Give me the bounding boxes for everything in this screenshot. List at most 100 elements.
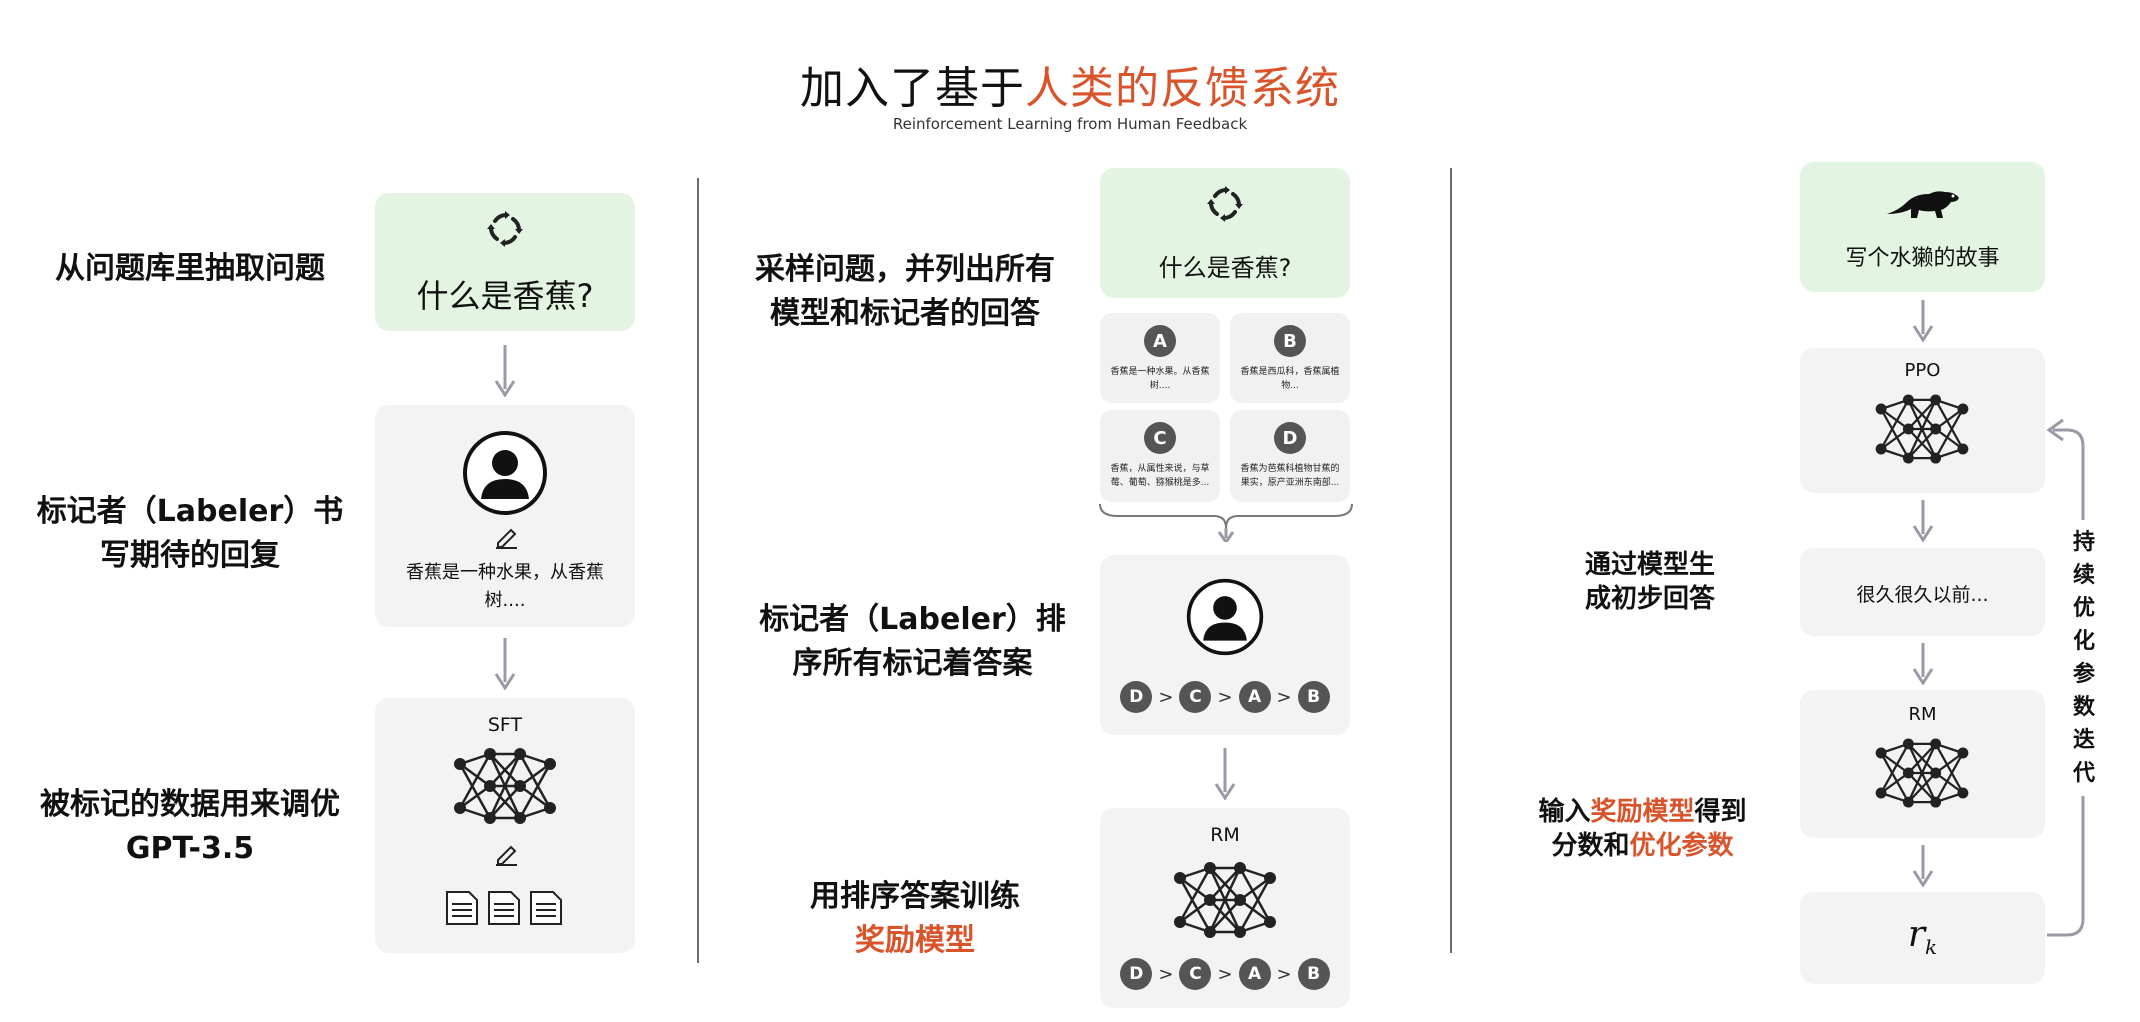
step1-labeler-label: 标记者（Labeler）书 写期待的回复 (20, 490, 360, 578)
step1-answer-line1: 香蕉是一种水果，从香蕉 (406, 562, 604, 583)
rank-badge: B (1297, 958, 1330, 990)
loop-char: 优 (2072, 596, 2095, 621)
rank-separator: > (1217, 963, 1233, 985)
step1-sft-card: SFT (375, 698, 635, 953)
step1-tune-label: 被标记的数据用来调优 GPT-3.5 (10, 783, 370, 871)
step2-labeler-card: D > C > A > B (1100, 555, 1350, 735)
brace-connector (1099, 503, 1353, 542)
rank-separator: > (1276, 686, 1292, 708)
reward-symbol-r: r (1907, 914, 1926, 955)
rank-badge: D (1120, 681, 1153, 713)
refresh-icon (1207, 186, 1243, 222)
column-divider-1 (697, 178, 699, 963)
answer-badge: A (1144, 325, 1176, 357)
step2-sample-label-line2: 模型和标记者的回答 (770, 296, 1040, 331)
step3-rm-card: RM (1800, 690, 2045, 838)
page-subtitle: Reinforcement Learning from Human Feedba… (892, 115, 1248, 133)
title-text: 加入了基于 (800, 63, 1025, 114)
step3-generate-label: 通过模型生 成初步回答 (1515, 548, 1785, 616)
answer-text: 香蕉是一种水果。从香蕉树.... (1110, 367, 1210, 391)
answer-text: 香蕉为芭蕉科植物甘蕉的果实，原产亚洲东南部... (1240, 464, 1340, 488)
rm-model-name: RM (1210, 824, 1240, 846)
step2-rank-label-line1: 标记者（Labeler）排 (759, 602, 1066, 637)
loop-char: 续 (2072, 563, 2095, 588)
loop-char: 参 (2072, 662, 2095, 687)
step3-rm-name: RM (1908, 704, 1937, 725)
step1-answer-text: 香蕉是一种水果，从香蕉 树.... (375, 559, 635, 615)
neural-network-icon (454, 748, 556, 824)
step2-sample-label: 采样问题，并列出所有 模型和标记者的回答 (720, 248, 1090, 336)
document-icon (446, 891, 562, 925)
answer-badge: D (1274, 422, 1306, 454)
rank-separator: > (1158, 963, 1174, 985)
answer-badge: B (1274, 325, 1306, 357)
step1-prompt-card: 什么是香蕉? (375, 193, 635, 331)
step2-rank-label-line2: 序所有标记着答案 (792, 646, 1033, 681)
step1-labeler-label-line1: 标记者（Labeler）书 (36, 494, 344, 529)
page-title: 加入了基于人类的反馈系统 (0, 52, 2140, 116)
answer-card-b: B 香蕉是西瓜科，香蕉属植物... (1230, 313, 1350, 403)
reward-label-part5: 优化参数 (1629, 831, 1734, 861)
otter-icon (1887, 191, 1959, 218)
loop-char: 化 (2072, 629, 2095, 654)
rank-badge: D (1120, 958, 1153, 990)
pencil-icon (496, 528, 517, 549)
step1-tune-label-line1: 被标记的数据用来调优 (40, 787, 340, 822)
step3-output-text: 很久很久以前... (1856, 584, 1989, 606)
step3-output-card: 很久很久以前... (1800, 548, 2045, 636)
answer-text: 香蕉是西瓜科，香蕉属植物... (1240, 367, 1340, 391)
answer-card-d: D 香蕉为芭蕉科植物甘蕉的果实，原产亚洲东南部... (1230, 410, 1350, 502)
reward-label-part3: 得到 (1694, 797, 1747, 827)
pencil-icon (496, 845, 517, 866)
rank-badge: A (1238, 958, 1271, 990)
rank-badge: C (1179, 958, 1212, 990)
rank-badge: B (1297, 681, 1330, 713)
loop-char: 持 (2072, 530, 2095, 555)
reward-label-part1: 输入 (1538, 797, 1591, 827)
sft-model-name: SFT (487, 714, 523, 736)
down-arrow-icon (1912, 500, 1934, 542)
ppo-model-name: PPO (1904, 360, 1941, 381)
step1-answer-line2: 树.... (484, 590, 526, 611)
neural-network-icon (1875, 738, 1969, 808)
person-icon (463, 431, 547, 515)
loop-char: 数 (2072, 695, 2095, 720)
step1-prompt-text: 什么是香蕉? (416, 277, 594, 315)
person-icon (1186, 578, 1264, 656)
rank-separator: > (1158, 686, 1174, 708)
down-arrow-icon (1912, 643, 1934, 685)
column-divider-2 (1450, 168, 1452, 953)
step2-rank-label: 标记者（Labeler）排 序所有标记着答案 (735, 598, 1090, 686)
step3-generate-label-line1: 通过模型生 (1584, 550, 1715, 580)
step3-generate-label-line2: 成初步回答 (1584, 584, 1715, 614)
step3-prompt-card: 写个水獭的故事 (1800, 162, 2045, 292)
step2-prompt-text: 什么是香蕉? (1158, 254, 1292, 282)
step1-question-label: 从问题库里抽取问题 (55, 251, 325, 286)
step1-labeler-card: 香蕉是一种水果，从香蕉 树.... (375, 405, 635, 627)
rank-separator: > (1217, 686, 1233, 708)
down-arrow-icon (494, 345, 516, 397)
answer-card-a: A 香蕉是一种水果。从香蕉树.... (1100, 313, 1220, 403)
rank-badge: C (1179, 681, 1212, 713)
step3-prompt-text: 写个水獭的故事 (1845, 246, 2000, 271)
down-arrow-icon (1912, 845, 1934, 887)
neural-network-icon (1174, 862, 1276, 938)
reward-symbol: rk (1800, 914, 2045, 959)
step1-tune-label-line2: GPT-3.5 (125, 831, 255, 866)
ranking-row: D > C > A > B (1100, 958, 1350, 990)
step3-ppo-card: PPO (1800, 348, 2045, 493)
loop-char: 迭 (2072, 728, 2095, 753)
step3-reward-card: rk (1800, 892, 2045, 984)
step2-prompt-card: 什么是香蕉? (1100, 168, 1350, 298)
rank-separator: > (1276, 963, 1292, 985)
refresh-icon (487, 211, 523, 247)
step2-rm-card: RM D > C > A > B (1100, 808, 1350, 1008)
step3-reward-label: 输入奖励模型得到 分数和优化参数 (1490, 795, 1795, 863)
down-arrow-icon (1912, 300, 1934, 342)
answer-badge: C (1144, 422, 1176, 454)
step2-train-label-line1: 用排序答案训练 (810, 879, 1020, 914)
neural-network-icon (1875, 394, 1969, 464)
loop-label: 持 续 优 化 参 数 迭 代 (2062, 520, 2106, 796)
answer-card-c: C 香蕉，从属性来说，与草莓、葡萄、猕猴桃是多... (1100, 410, 1220, 502)
answer-text: 香蕉，从属性来说，与草莓、葡萄、猕猴桃是多... (1110, 464, 1210, 488)
